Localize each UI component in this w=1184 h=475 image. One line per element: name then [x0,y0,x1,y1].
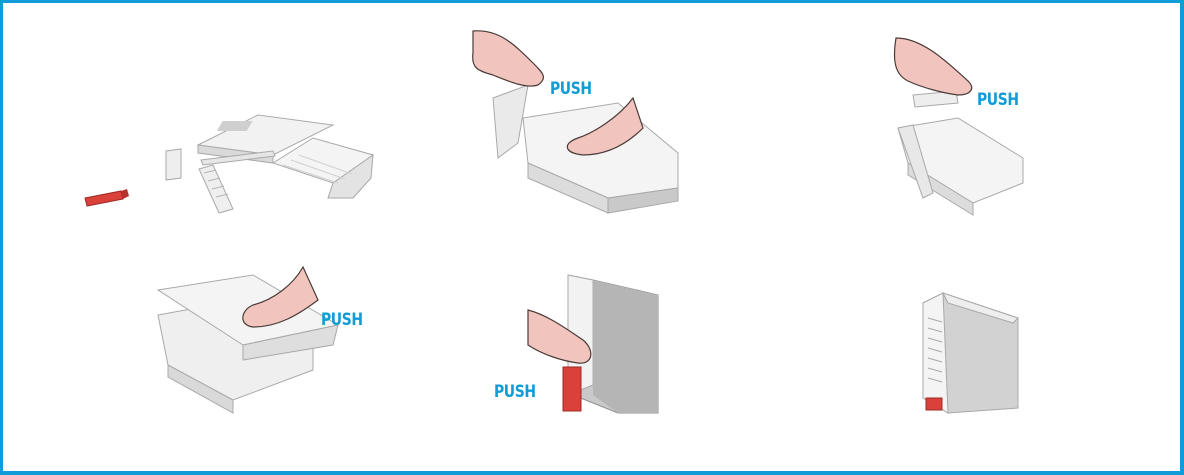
hand-press-red-clip-illustration [527,274,659,414]
step-2-push-panel [468,23,698,223]
hand-press-side-panel-illustration [472,30,679,214]
push-label-step-5: PUSH [494,382,536,402]
step-1-exploded-parts [73,103,393,233]
exploded-enclosure-parts-illustration [84,114,375,214]
step-4-push-cover [153,265,340,420]
hand-press-top-cover-illustration [156,265,340,414]
push-label-step-2: PUSH [550,79,592,99]
hand-press-vent-grille-illustration [893,37,1024,216]
step-3-push-grille [888,33,1038,216]
step-6-assembled [918,278,1028,418]
push-label-step-4: PUSH [321,310,363,330]
step-5-push-clip [523,274,663,425]
push-label-step-3: PUSH [977,90,1019,110]
assembled-enclosure-illustration [922,292,1019,414]
